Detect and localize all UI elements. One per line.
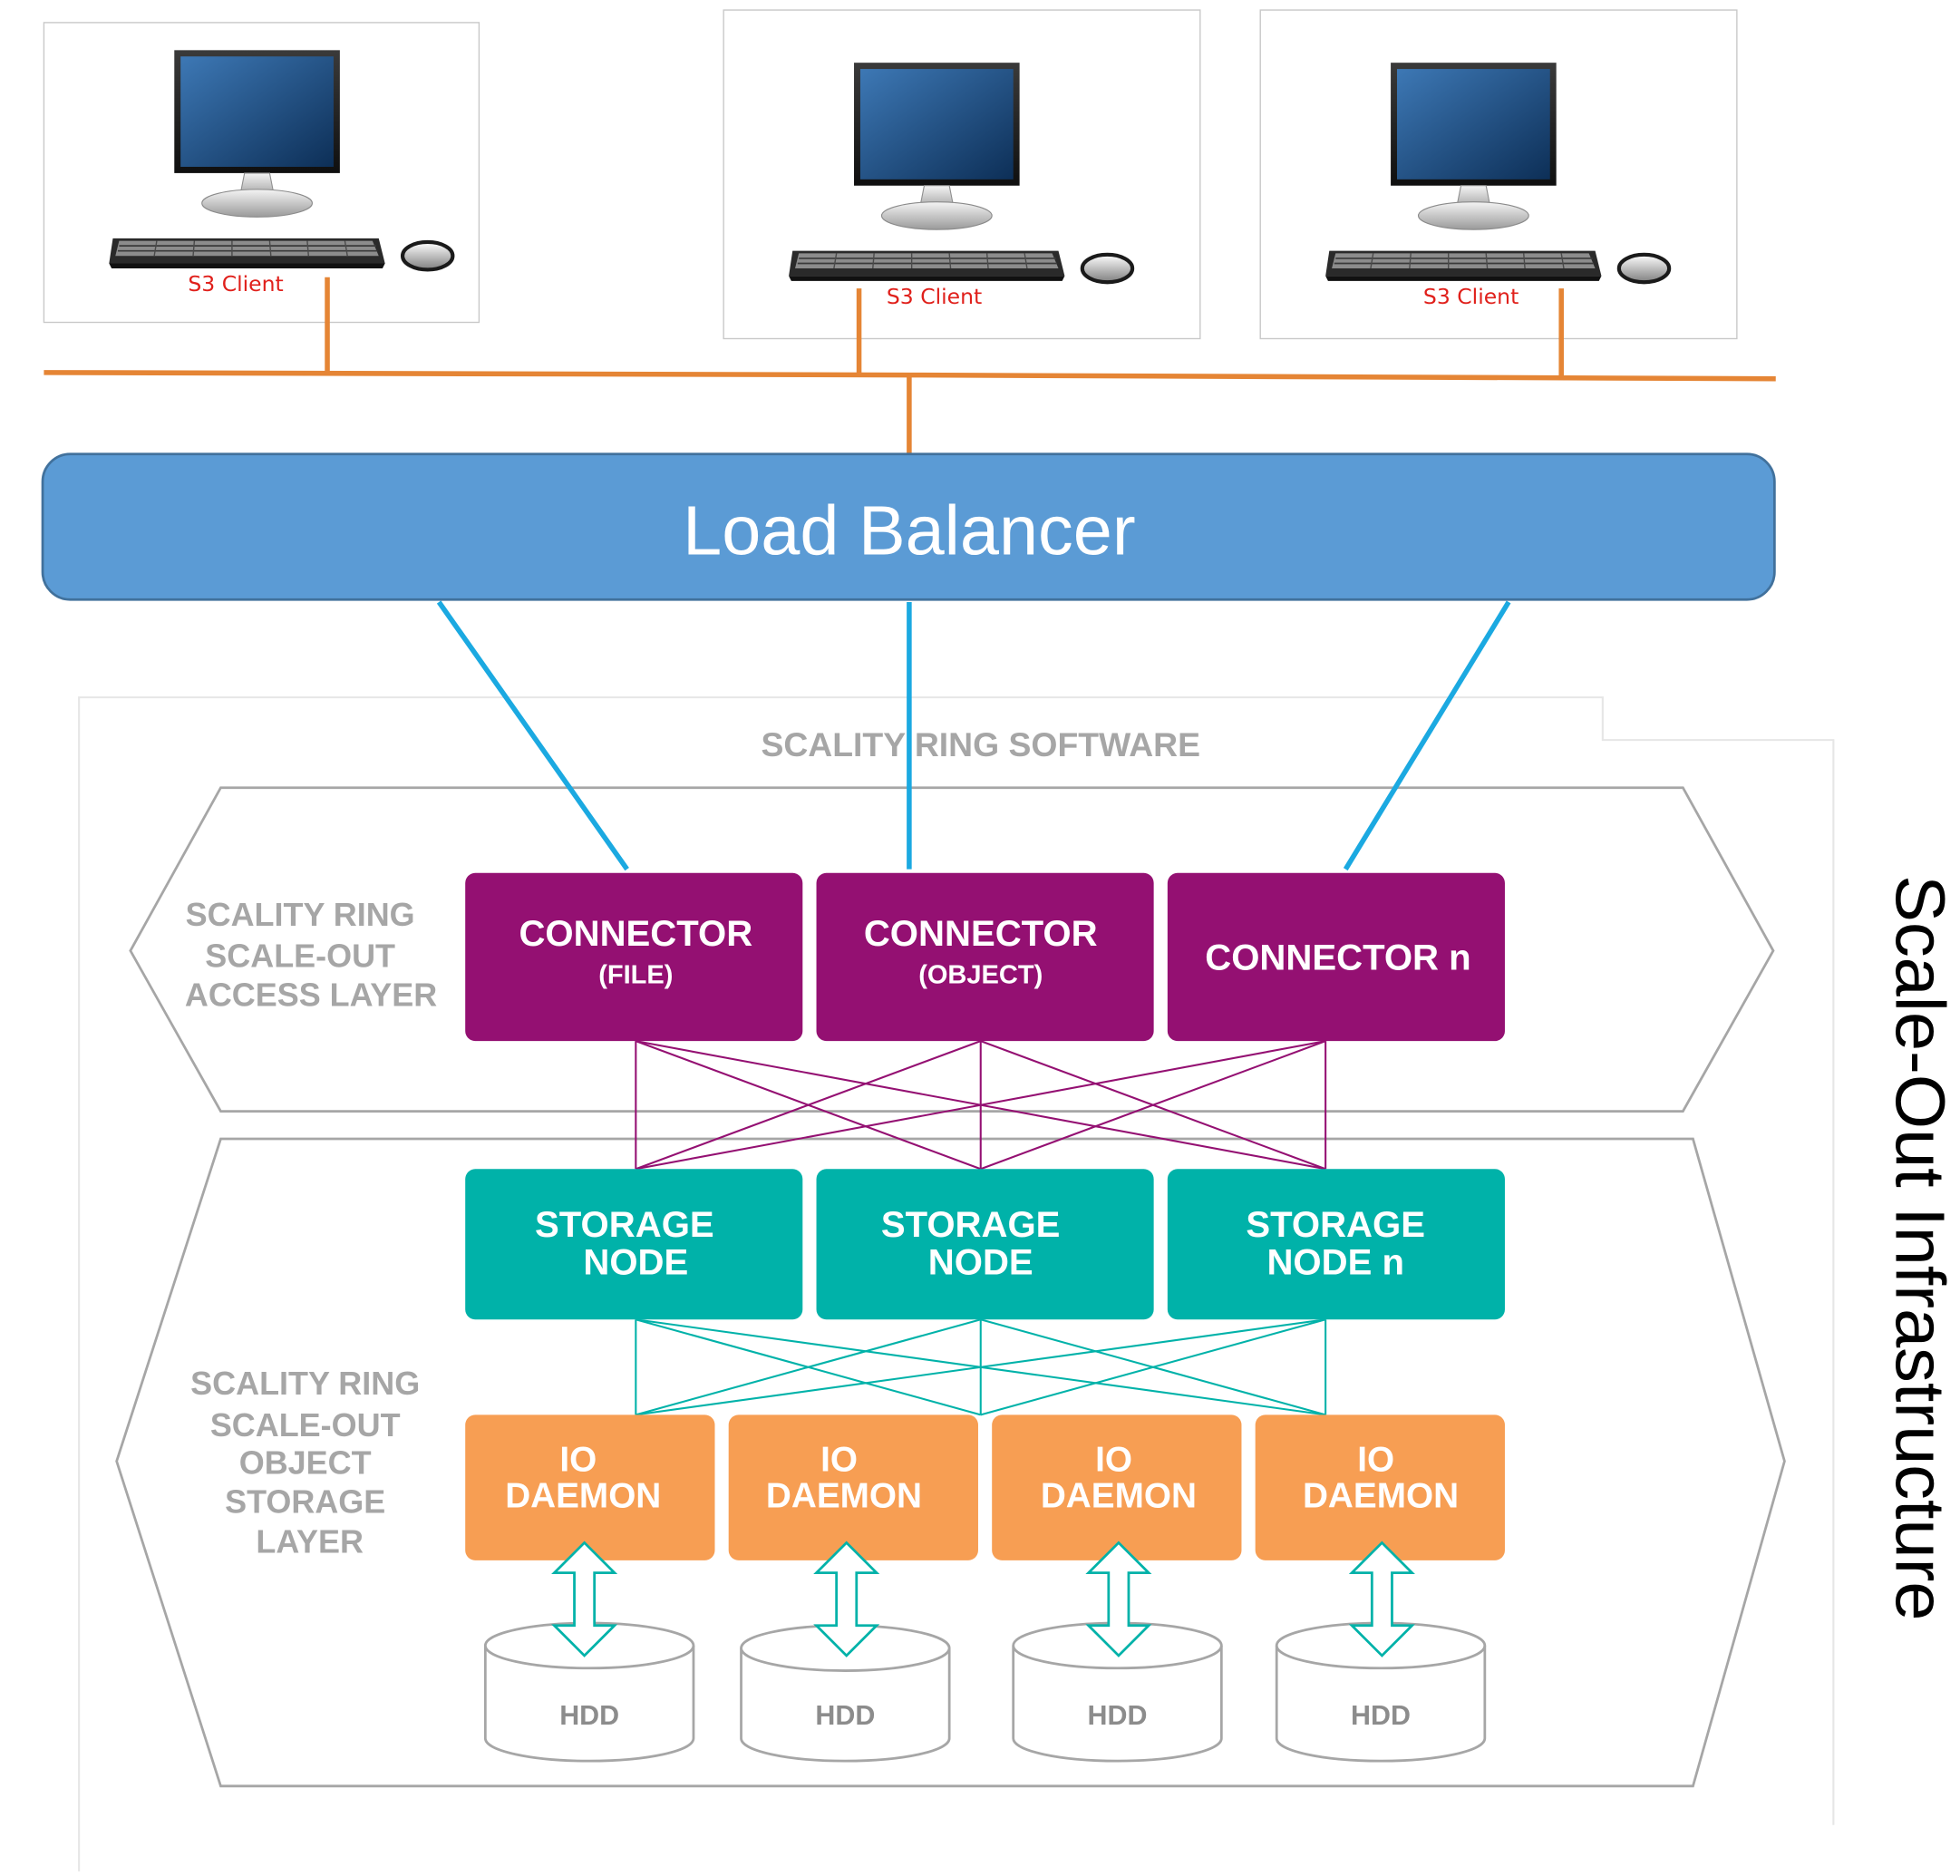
- access-layer-frame: [129, 786, 1775, 1113]
- connector-title: CONNECTOR: [864, 914, 1098, 954]
- ring-title: SCALITY RING SOFTWARE: [761, 725, 1200, 763]
- hdd-4: HDD: [1275, 1541, 1487, 1763]
- storage-node-n: STORAGE NODE n: [1167, 1169, 1505, 1320]
- connector-subtitle: (FILE): [598, 961, 673, 990]
- io-daemon-label: IO DAEMON: [766, 1441, 922, 1516]
- storage-node-label: STORAGE NODE n: [1246, 1205, 1435, 1282]
- storage-layer-frame: [115, 1137, 1786, 1788]
- storage-node-2: STORAGE NODE: [816, 1169, 1154, 1320]
- hdd-label: HDD: [815, 1700, 875, 1731]
- storage-layer-label: SCALITY RING SCALE-OUT OBJECT STORAGE LA…: [190, 1365, 429, 1560]
- bidirectional-arrow-icon: [1085, 1541, 1152, 1657]
- client-3: S3 Client: [1259, 9, 1738, 340]
- access-layer-label: SCALITY RING SCALE-OUT ACCESS LAYER: [185, 896, 437, 1014]
- connector-title: CONNECTOR: [519, 914, 752, 954]
- side-label: Scale-Out Infrastructure: [1881, 875, 1959, 1620]
- client-label: S3 Client: [887, 284, 982, 309]
- bidirectional-arrow-icon: [551, 1541, 618, 1657]
- io-daemon-label: IO DAEMON: [1041, 1441, 1197, 1516]
- storage-node-label: STORAGE NODE: [535, 1205, 724, 1282]
- io-daemon-4: IO DAEMON: [1255, 1414, 1505, 1560]
- connector-n: CONNECTOR n: [1167, 872, 1505, 1042]
- bidirectional-arrow-icon: [1348, 1541, 1415, 1657]
- connector-object: CONNECTOR (OBJECT): [816, 872, 1154, 1042]
- io-daemon-label: IO DAEMON: [505, 1441, 661, 1516]
- network-bus: [44, 277, 1776, 454]
- lb-links: [436, 600, 1511, 871]
- client-label: S3 Client: [188, 271, 283, 296]
- storage-mesh: [635, 1318, 1327, 1416]
- connector-file: CONNECTOR (FILE): [465, 872, 803, 1042]
- scality-ring-panel: SCALITY RING SOFTWARE SCALITY RING SCALE…: [78, 696, 1835, 1871]
- io-daemon-1: IO DAEMON: [465, 1414, 715, 1560]
- io-daemon-2: IO DAEMON: [728, 1414, 978, 1560]
- hdd-3: HDD: [1012, 1541, 1223, 1763]
- connector-subtitle: (OBJECT): [918, 961, 1043, 990]
- hdd-label: HDD: [559, 1700, 619, 1731]
- bidirectional-arrow-icon: [813, 1541, 880, 1657]
- connector-mesh: [635, 1040, 1327, 1171]
- client-label: S3 Client: [1423, 284, 1519, 309]
- client-1: S3 Client: [43, 22, 480, 324]
- hdd-1: HDD: [483, 1541, 695, 1763]
- storage-node-label: STORAGE NODE: [881, 1205, 1071, 1282]
- client-2: S3 Client: [723, 9, 1201, 340]
- io-daemon-label: IO DAEMON: [1303, 1441, 1459, 1516]
- io-daemon-3: IO DAEMON: [992, 1414, 1242, 1560]
- storage-node-1: STORAGE NODE: [465, 1169, 803, 1320]
- connector-title: CONNECTOR n: [1205, 938, 1470, 977]
- hdd-2: HDD: [740, 1541, 951, 1763]
- hdd-label: HDD: [1088, 1700, 1148, 1731]
- load-balancer-label: Load Balancer: [683, 491, 1136, 569]
- hdd-label: HDD: [1351, 1700, 1411, 1731]
- load-balancer: Load Balancer: [41, 452, 1776, 601]
